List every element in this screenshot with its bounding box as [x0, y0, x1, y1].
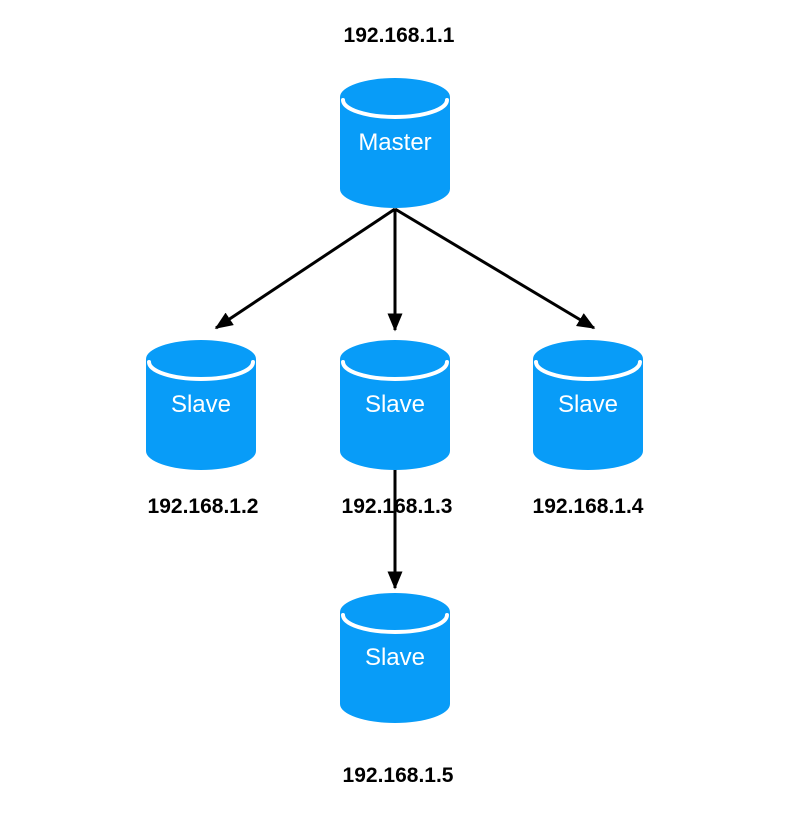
- cylinder-lid-separator: [534, 360, 642, 381]
- cylinder-silhouette: [340, 78, 450, 208]
- node-label-slave-1: Slave: [170, 391, 232, 418]
- database-cylinder-icon: [146, 340, 256, 470]
- ip-label-slave-4: 192.168.1.5: [342, 764, 454, 787]
- edge-master-to-slave-1: [214, 207, 396, 330]
- ip-label-slave-2: 192.168.1.3: [341, 495, 453, 518]
- node-label-slave-4: Slave: [364, 644, 426, 671]
- cylinder-silhouette: [146, 340, 256, 470]
- cylinder-lid-separator: [341, 98, 449, 119]
- node-slave-1: Slave: [146, 340, 256, 470]
- database-cylinder-icon: [340, 593, 450, 723]
- cylinder-lid-separator: [341, 613, 449, 634]
- cylinder-lid-separator: [147, 360, 255, 381]
- node-master: Master: [340, 78, 450, 208]
- database-cylinder-icon: [340, 340, 450, 470]
- node-slave-4: Slave: [340, 593, 450, 723]
- node-label-master: Master: [358, 129, 432, 156]
- ip-label-master: 192.168.1.1: [343, 24, 455, 47]
- cylinder-silhouette: [340, 593, 450, 723]
- ip-label-slave-1: 192.168.1.2: [147, 495, 259, 518]
- node-label-slave-3: Slave: [557, 391, 619, 418]
- database-cylinder-icon: [340, 78, 450, 208]
- ip-label-slave-3: 192.168.1.4: [532, 495, 644, 518]
- cylinder-silhouette: [340, 340, 450, 470]
- edge-master-to-slave-3: [394, 207, 596, 330]
- node-label-slave-2: Slave: [364, 391, 426, 418]
- database-cylinder-icon: [533, 340, 643, 470]
- cylinder-silhouette: [533, 340, 643, 470]
- node-slave-2: Slave: [340, 340, 450, 470]
- cylinder-lid-separator: [341, 360, 449, 381]
- node-slave-3: Slave: [533, 340, 643, 470]
